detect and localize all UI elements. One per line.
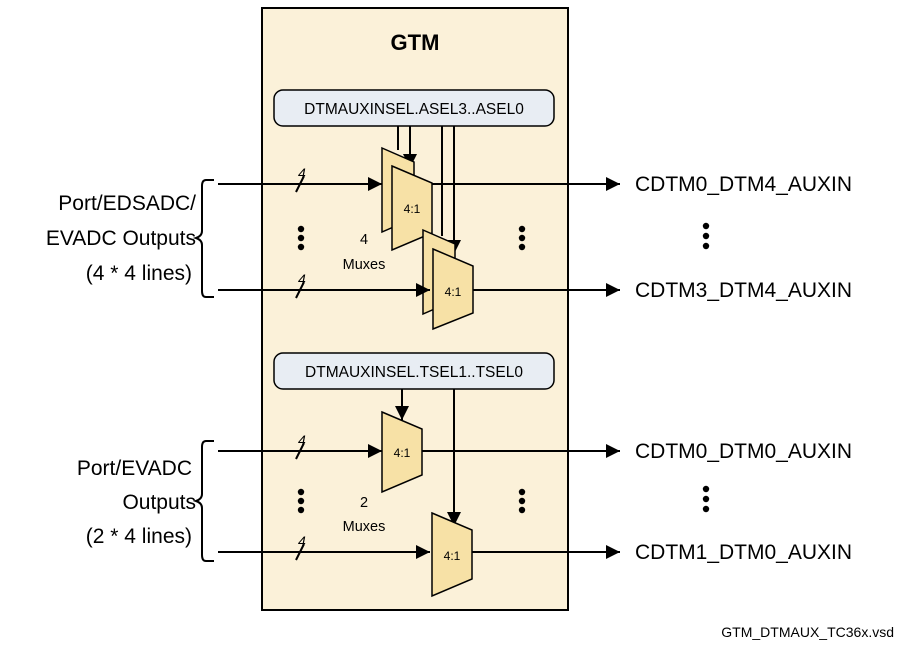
brace-top — [192, 179, 214, 298]
ellipsis-top-input — [297, 225, 305, 251]
asel-selector-label: DTMAUXINSEL.ASEL3..ASEL0 — [304, 101, 524, 118]
ellipsis-bottom-output — [518, 488, 526, 514]
bottom-input-line-3: (2 * 4 lines) — [86, 525, 192, 548]
ellipsis-bottom-signals — [702, 485, 710, 513]
top-input-line-3: (4 * 4 lines) — [86, 262, 192, 285]
bus-width-top-1: 4 — [298, 165, 306, 181]
bus-width-bottom-1: 4 — [298, 432, 306, 448]
output-cdtm0-dtm4: CDTM0_DTM4_AUXIN — [635, 173, 852, 196]
gtm-title: GTM — [391, 30, 440, 55]
ellipsis-top-output — [518, 225, 526, 251]
bus-width-bottom-2: 4 — [298, 533, 306, 549]
asel-selector-box — [273, 89, 555, 127]
mux-top-2 — [432, 247, 474, 331]
top-mux-count: 4 — [360, 232, 368, 248]
bottom-mux-count: 2 — [360, 495, 368, 511]
top-mux-count-label: Muxes — [343, 257, 386, 273]
output-cdtm3-dtm4: CDTM3_DTM4_AUXIN — [635, 279, 852, 302]
mux-top-1-label: 4:1 — [404, 202, 421, 216]
mux-top-1 — [391, 164, 433, 252]
mux-bottom-1-label: 4:1 — [394, 446, 411, 460]
mux-top-2-label: 4:1 — [445, 285, 462, 299]
top-input-line-1: Port/EDSADC/ — [58, 192, 196, 215]
bus-width-top-2: 4 — [298, 271, 306, 287]
output-cdtm1-dtm0: CDTM1_DTM0_AUXIN — [635, 541, 852, 564]
bottom-input-line-1: Port/EVADC — [77, 457, 192, 480]
ellipsis-bottom-input — [297, 488, 305, 514]
bottom-input-line-2: Outputs — [122, 491, 196, 514]
mux-bottom-2-label: 4:1 — [444, 549, 461, 563]
mux-bottom-2 — [431, 511, 473, 598]
footer-filename: GTM_DTMAUX_TC36x.vsd — [721, 624, 894, 640]
mux-bottom-1 — [381, 410, 423, 494]
tsel-selector-label: DTMAUXINSEL.TSEL1..TSEL0 — [305, 364, 523, 381]
output-cdtm0-dtm0: CDTM0_DTM0_AUXIN — [635, 440, 852, 463]
tsel-selector-box — [273, 352, 555, 390]
bottom-mux-count-label: Muxes — [343, 519, 386, 535]
top-input-line-2: EVADC Outputs — [46, 227, 196, 250]
brace-bottom — [192, 440, 214, 562]
ellipsis-top-signals — [702, 222, 710, 250]
